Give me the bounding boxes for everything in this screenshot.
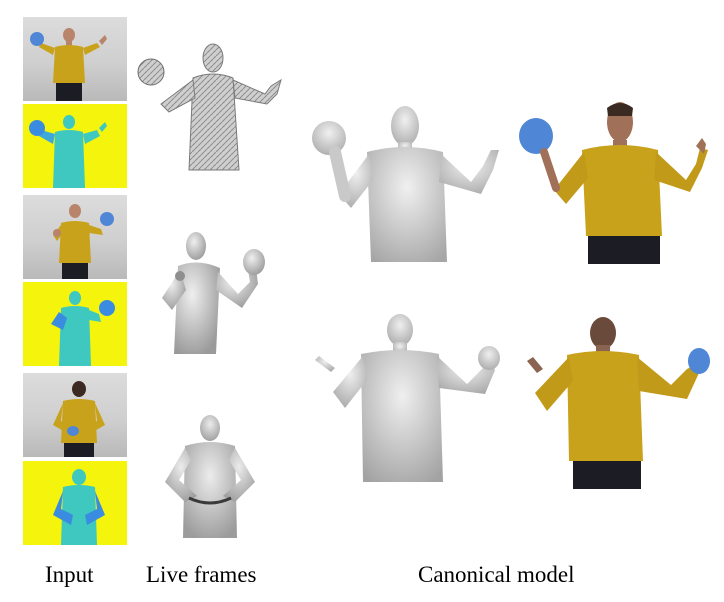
- canonical-mesh-1: [305, 100, 505, 265]
- live-frame-mesh-3: [155, 412, 265, 540]
- canonical-textured-2: [515, 315, 715, 490]
- canonical-textured-1: [510, 96, 710, 266]
- input-depth-2: [23, 282, 127, 366]
- input-photo-3: [23, 373, 127, 457]
- live-frame-mesh-2: [150, 228, 280, 356]
- input-photo-1: [23, 17, 127, 101]
- live-frame-mesh-1: [135, 38, 290, 173]
- canonical-mesh-2: [305, 312, 505, 487]
- caption-canonical-model: Canonical model: [418, 562, 575, 587]
- caption-input: Input: [45, 562, 94, 587]
- input-depth-3: [23, 461, 127, 545]
- caption-live-frames: Live frames: [146, 562, 257, 587]
- input-depth-1: [23, 104, 127, 188]
- input-photo-2: [23, 195, 127, 279]
